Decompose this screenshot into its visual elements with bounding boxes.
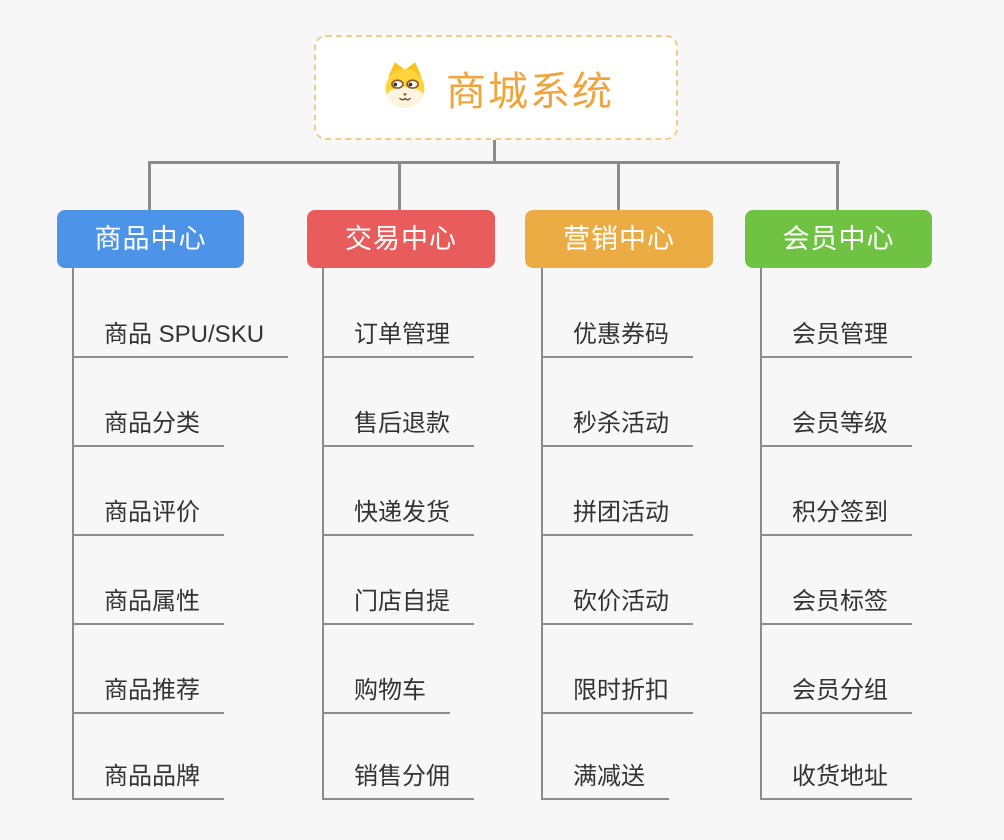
branch-column-product-center: 商品 SPU/SKU 商品分类 商品评价 商品属性 商品推荐 商品品牌: [72, 268, 312, 808]
leaf-node[interactable]: 会员分组: [760, 676, 912, 714]
leaf-node[interactable]: 商品属性: [72, 587, 224, 625]
leaf-node[interactable]: 砍价活动: [541, 587, 693, 625]
leaf-node[interactable]: 订单管理: [322, 320, 474, 358]
connector-line: [398, 161, 401, 210]
branch-column-trade-center: 订单管理 售后退款 快递发货 门店自提 购物车 销售分佣: [322, 268, 562, 808]
leaf-node[interactable]: 满减送: [541, 762, 669, 800]
leaf-node[interactable]: 会员管理: [760, 320, 912, 358]
leaf-node[interactable]: 商品推荐: [72, 676, 224, 714]
leaf-node[interactable]: 收货地址: [760, 762, 912, 800]
leaf-node[interactable]: 售后退款: [322, 409, 474, 447]
connector-line: [148, 161, 151, 210]
leaf-node[interactable]: 积分签到: [760, 498, 912, 536]
leaf-node[interactable]: 商品 SPU/SKU: [72, 320, 289, 358]
branch-header-product-center[interactable]: 商品中心: [57, 210, 244, 268]
leaf-node[interactable]: 销售分佣: [322, 762, 474, 800]
leaf-node[interactable]: 秒杀活动: [541, 409, 693, 447]
root-title: 商城系统: [446, 69, 614, 114]
leaf-node[interactable]: 优惠券码: [541, 320, 693, 358]
leaf-node[interactable]: 门店自提: [322, 587, 474, 625]
branch-column-marketing-center: 优惠券码 秒杀活动 拼团活动 砍价活动 限时折扣 满减送: [541, 268, 781, 808]
branch-header-marketing-center[interactable]: 营销中心: [525, 210, 713, 268]
leaf-node[interactable]: 会员等级: [760, 409, 912, 447]
leaf-node[interactable]: 快递发货: [322, 498, 474, 536]
branch-column-member-center: 会员管理 会员等级 积分签到 会员标签 会员分组 收货地址: [760, 268, 1000, 808]
connector-line: [617, 161, 620, 210]
leaf-node[interactable]: 会员标签: [760, 587, 912, 625]
branch-header-trade-center[interactable]: 交易中心: [307, 210, 495, 268]
root-node[interactable]: 商城系统: [314, 35, 678, 140]
leaf-node[interactable]: 购物车: [322, 676, 450, 714]
leaf-node[interactable]: 商品分类: [72, 409, 224, 447]
leaf-node[interactable]: 限时折扣: [541, 676, 693, 714]
leaf-node[interactable]: 拼团活动: [541, 498, 693, 536]
leaf-node[interactable]: 商品评价: [72, 498, 224, 536]
connector-line: [148, 161, 840, 164]
connector-line: [493, 140, 496, 164]
leaf-node[interactable]: 商品品牌: [72, 762, 224, 800]
connector-line: [836, 161, 839, 210]
branch-header-member-center[interactable]: 会员中心: [745, 210, 932, 268]
dog-face-icon: [378, 58, 432, 117]
